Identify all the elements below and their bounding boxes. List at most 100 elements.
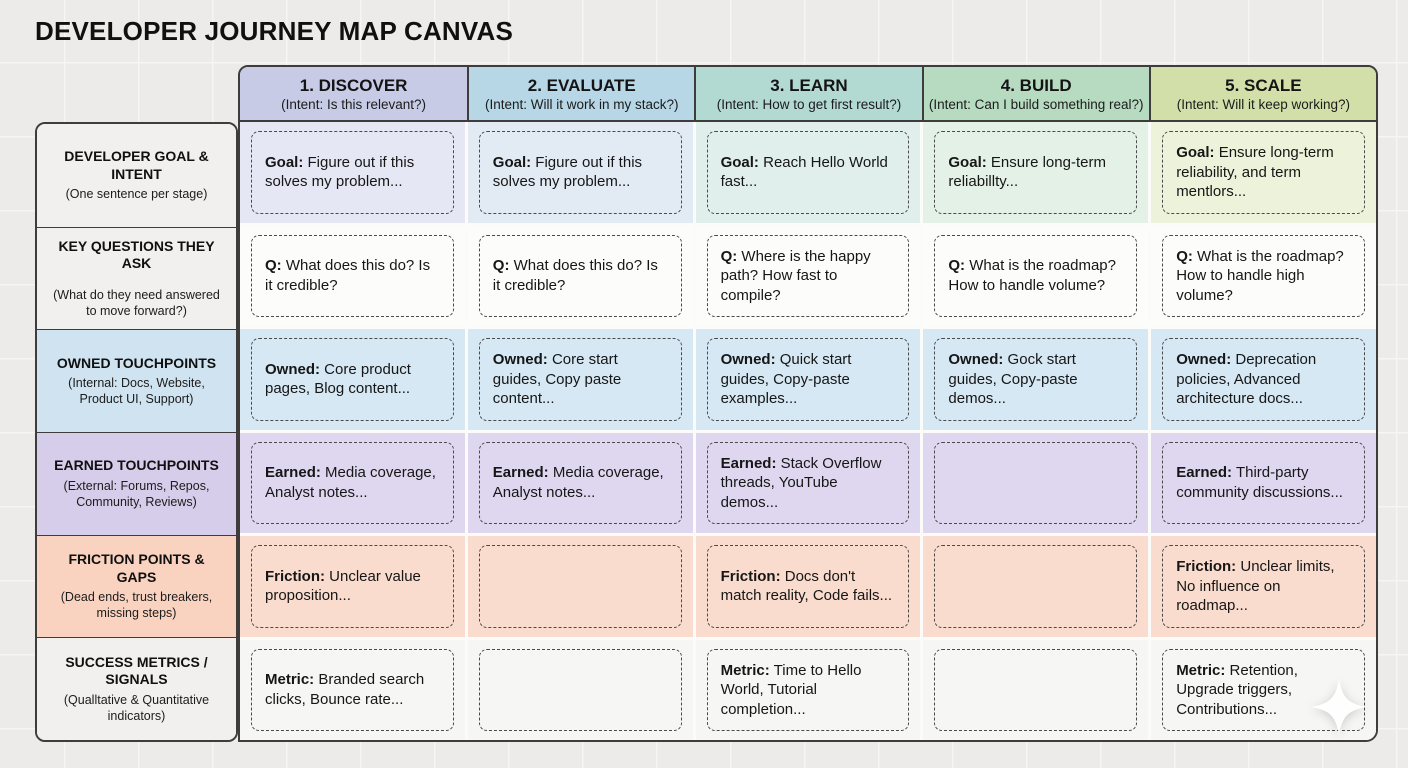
- column-header-scale: 5. SCALE(Intent: Will it keep working?): [1148, 67, 1376, 120]
- note-text: Owned: Deprecation policies, Advanced ar…: [1176, 351, 1317, 407]
- cell-r1-c2: Goal: Figure out if this solves my probl…: [467, 122, 693, 223]
- note-r5-c5[interactable]: Friction: Unclear limits, No influence o…: [1162, 545, 1365, 628]
- row-subtitle: (Dead ends, trust breakers, missing step…: [60, 590, 213, 621]
- note-r4-c3[interactable]: Earned: Stack Overflow threads, YouTube …: [706, 441, 910, 524]
- note-text: Earned: Third-party community discussion…: [1176, 464, 1343, 501]
- column-headers: 1. DISCOVER(Intent: Is this relevant?)2.…: [238, 65, 1378, 122]
- cell-r1-c1: Goal: Figure out if this solves my probl…: [240, 122, 465, 223]
- note-text: Owned: Quick start guides, Copy-paste ex…: [720, 351, 852, 407]
- row-header-key: KEY QUESTIONS THEY ASK(What do they need…: [37, 226, 236, 330]
- note-r1-c5[interactable]: Goal: Ensure long-term reliability, and …: [1162, 131, 1365, 214]
- row-subtitle: (Internal: Docs, Website, Product UI, Su…: [68, 376, 205, 407]
- cell-r4-c3: Earned: Stack Overflow threads, YouTube …: [695, 432, 921, 533]
- cell-r5-c4: [923, 536, 1149, 637]
- column-header-discover: 1. DISCOVER(Intent: Is this relevant?): [240, 67, 468, 120]
- note-text: Q: What does this do? Is it credible?: [265, 257, 431, 294]
- row-title: EARNED TOUCHPOINTS: [54, 457, 219, 474]
- row-subtitle: (One sentence per stage): [65, 187, 208, 202]
- cell-r5-c2: [467, 536, 693, 637]
- cell-r3-c4: Owned: Gock start guides, Copy-paste dem…: [923, 329, 1149, 430]
- column-title: 2. EVALUATE: [527, 75, 636, 95]
- cell-r6-c4: [923, 639, 1149, 740]
- note-r3-c3[interactable]: Owned: Quick start guides, Copy-paste ex…: [706, 338, 910, 421]
- cell-r1-c4: Goal: Ensure long-term reliabillty...: [923, 122, 1149, 223]
- column-title: 3. LEARN: [770, 75, 848, 95]
- note-text: Goal: Reach Hello World fast...: [720, 153, 888, 191]
- note-r6-c2[interactable]: [478, 648, 682, 731]
- column-header-build: 4. BUILD(Intent: Can I build something r…: [921, 67, 1149, 120]
- note-r1-c2[interactable]: Goal: Figure out if this solves my probl…: [478, 131, 682, 214]
- note-text: Friction: Docs don't match reality, Code…: [720, 567, 893, 605]
- note-r3-c5[interactable]: Owned: Deprecation policies, Advanced ar…: [1162, 338, 1365, 421]
- cell-r2-c5: Q: What is the roadmap? How to handle hi…: [1151, 225, 1376, 326]
- column-title: 4. BUILD: [1000, 75, 1072, 95]
- row-subtitle: (External: Forums, Repos, Community, Rev…: [63, 478, 210, 510]
- note-r4-c1[interactable]: Earned: Media coverage, Analyst notes...: [251, 441, 454, 524]
- note-text: Friction: Unclear value proposition...: [265, 567, 421, 605]
- note-r3-c4[interactable]: Owned: Gock start guides, Copy-paste dem…: [934, 338, 1138, 421]
- column-intent: (Intent: Will it keep working?): [1176, 96, 1351, 112]
- note-text: Q: Where is the happy path? How fast to …: [720, 247, 871, 304]
- note-text: Q: What does this do? Is it credible?: [492, 257, 658, 294]
- row-subtitle: (What do they need answered to move forw…: [53, 287, 220, 318]
- note-text: Metric: Retention, Upgrade triggers, Con…: [1176, 661, 1298, 718]
- row-header-friction: FRICTION POINTS & GAPS(Dead ends, trust …: [37, 534, 236, 638]
- note-r6-c3[interactable]: Metric: Time to Hello World, Tutorial co…: [706, 648, 910, 731]
- column-intent: (Intent: How to get first result?): [716, 96, 902, 112]
- note-text: Owned: Gock start guides, Copy-paste dem…: [948, 351, 1078, 407]
- row-header-owned: OWNED TOUCHPOINTS (Internal: Docs, Websit…: [37, 329, 236, 432]
- cell-r4-c4: [923, 432, 1149, 533]
- cell-r1-c3: Goal: Reach Hello World fast...: [695, 122, 921, 223]
- note-text: Earned: Media coverage, Analyst notes...: [265, 464, 436, 501]
- column-intent: (Intent: Can I build something real?): [928, 96, 1144, 112]
- row-headers: DEVELOPER GOAL & INTENT(One sentence per…: [35, 122, 238, 742]
- sparkle-icon: [1310, 678, 1368, 736]
- cell-r3-c2: Owned: Core start guides, Copy paste con…: [467, 329, 693, 430]
- note-r4-c2[interactable]: Earned: Media coverage, Analyst notes...: [478, 441, 682, 524]
- note-r2-c3[interactable]: Q: Where is the happy path? How fast to …: [706, 234, 910, 317]
- note-r5-c2[interactable]: [478, 545, 682, 628]
- row-title: OWNED TOUCHPOINTS: [56, 354, 217, 371]
- note-r2-c1[interactable]: Q: What does this do? Is it credible?: [251, 234, 454, 317]
- note-r1-c4[interactable]: Goal: Ensure long-term reliabillty...: [934, 131, 1138, 214]
- cell-r1-c5: Goal: Ensure long-term reliability, and …: [1151, 122, 1376, 223]
- note-r2-c2[interactable]: Q: What does this do? Is it credible?: [478, 234, 682, 317]
- note-r6-c5[interactable]: Metric: Retention, Upgrade triggers, Con…: [1162, 648, 1365, 731]
- cell-r2-c1: Q: What does this do? Is it credible?: [240, 225, 465, 326]
- note-r2-c5[interactable]: Q: What is the roadmap? How to handle hi…: [1162, 234, 1365, 317]
- column-header-evaluate: 2. EVALUATE(Intent: Will it work in my s…: [467, 67, 695, 120]
- note-text: Q: What is the roadmap? How to handle hi…: [1176, 247, 1344, 304]
- note-r1-c1[interactable]: Goal: Figure out if this solves my probl…: [251, 131, 454, 214]
- note-r4-c5[interactable]: Earned: Third-party community discussion…: [1162, 441, 1365, 524]
- note-r1-c3[interactable]: Goal: Reach Hello World fast...: [706, 131, 910, 214]
- note-text: Metric: Branded search clicks, Bounce ra…: [265, 671, 425, 708]
- note-r2-c4[interactable]: Q: What is the roadmap? How to handle vo…: [934, 234, 1138, 317]
- note-r3-c2[interactable]: Owned: Core start guides, Copy paste con…: [478, 338, 682, 421]
- column-title: 1. DISCOVER: [299, 75, 408, 95]
- cell-r5-c3: Friction: Docs don't match reality, Code…: [695, 536, 921, 637]
- note-text: Owned: Core start guides, Copy paste con…: [492, 351, 622, 407]
- note-text: Goal: Ensure long-term reliabillty...: [948, 153, 1106, 191]
- note-r5-c3[interactable]: Friction: Docs don't match reality, Code…: [706, 545, 910, 628]
- journey-map-table: 1. DISCOVER(Intent: Is this relevant?)2.…: [35, 65, 1378, 742]
- note-text: Earned: Media coverage, Analyst notes...: [492, 464, 664, 501]
- cell-r2-c2: Q: What does this do? Is it credible?: [467, 225, 693, 326]
- cell-r4-c5: Earned: Third-party community discussion…: [1151, 432, 1376, 533]
- note-r6-c4[interactable]: [934, 648, 1138, 731]
- table-body: Goal: Figure out if this solves my probl…: [238, 120, 1378, 742]
- cell-r6-c2: [467, 639, 693, 740]
- note-r5-c1[interactable]: Friction: Unclear value proposition...: [251, 545, 454, 628]
- row-title: SUCCESS METRICS / SIGNALS: [65, 653, 208, 688]
- note-text: Goal: Figure out if this solves my probl…: [265, 153, 415, 191]
- note-r6-c1[interactable]: Metric: Branded search clicks, Bounce ra…: [251, 648, 454, 731]
- note-r3-c1[interactable]: Owned: Core product pages, Blog content.…: [251, 338, 454, 421]
- note-text: Goal: Ensure long-term reliability, and …: [1176, 144, 1334, 200]
- column-title: 5. SCALE: [1225, 75, 1302, 95]
- row-header-developer: DEVELOPER GOAL & INTENT(One sentence per…: [37, 124, 236, 227]
- cell-r2-c3: Q: Where is the happy path? How fast to …: [695, 225, 921, 326]
- cell-r5-c5: Friction: Unclear limits, No influence o…: [1151, 536, 1376, 637]
- note-r5-c4[interactable]: [934, 545, 1138, 628]
- cell-r3-c3: Owned: Quick start guides, Copy-paste ex…: [695, 329, 921, 430]
- note-r4-c4[interactable]: [934, 441, 1138, 524]
- canvas-title: DEVELOPER JOURNEY MAP CANVAS: [35, 16, 514, 46]
